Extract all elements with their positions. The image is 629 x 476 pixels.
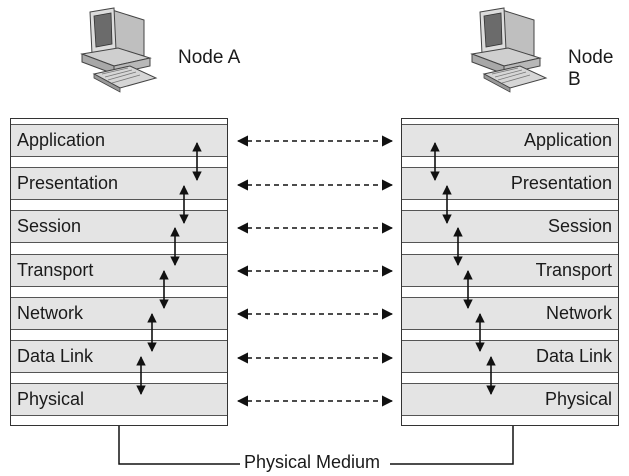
layer-network: Network — [11, 297, 227, 330]
medium-line-left — [118, 426, 240, 465]
layer-application: Application — [402, 124, 618, 157]
layer-session: Session — [11, 210, 227, 243]
node-a-stack: Application Presentation Session Transpo… — [10, 118, 228, 426]
layer-presentation: Presentation — [11, 167, 227, 200]
layer-physical: Physical — [402, 383, 618, 416]
node-a-label: Node A — [178, 47, 241, 68]
layer-network: Network — [402, 297, 618, 330]
medium-line-right — [390, 426, 514, 465]
layer-session: Session — [402, 210, 618, 243]
layer-data-link: Data Link — [402, 340, 618, 373]
layer-application: Application — [11, 124, 227, 157]
layer-data-link: Data Link — [11, 340, 227, 373]
node-b-label: Node B — [568, 47, 614, 90]
physical-medium-label: Physical Medium — [241, 452, 384, 473]
layer-physical: Physical — [11, 383, 227, 416]
layer-transport: Transport — [402, 254, 618, 287]
layer-transport: Transport — [11, 254, 227, 287]
peer-arrows — [236, 135, 394, 407]
